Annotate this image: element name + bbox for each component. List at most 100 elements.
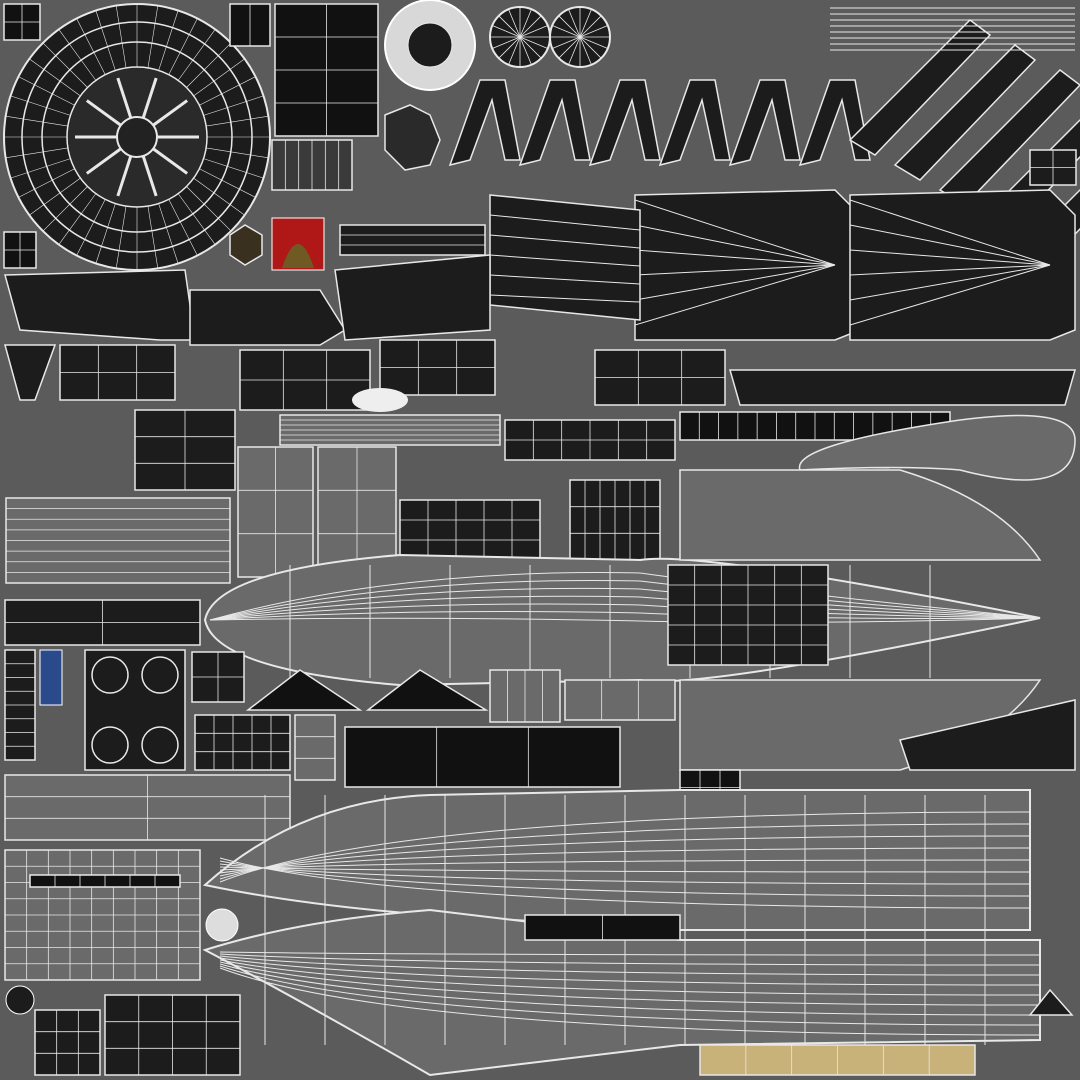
uv-edge — [209, 603, 1041, 621]
hub-cross — [384, 104, 441, 171]
rim-spoke — [568, 9, 581, 38]
tire-edge — [199, 168, 256, 198]
wheel-spoke — [141, 155, 158, 197]
suspension-arm-uv — [448, 79, 521, 167]
uv-edge — [679, 469, 1042, 561]
uv-edge — [219, 811, 1031, 883]
steering-grip — [141, 726, 179, 764]
uv-edge — [219, 957, 1041, 986]
uv-edge — [634, 264, 836, 301]
panel-island — [34, 1009, 101, 1076]
rim-spoke — [579, 36, 608, 49]
uv-edge — [219, 857, 1031, 909]
tire-edge — [158, 10, 179, 71]
tire-edge — [29, 58, 81, 97]
nut-decal — [5, 985, 35, 1015]
wheel-spoke — [116, 155, 133, 197]
nut-decal — [205, 908, 239, 942]
wing-uv — [245, 669, 363, 711]
uv-edge — [209, 595, 1041, 621]
uv-edge — [209, 572, 1041, 621]
tire-edge — [177, 193, 216, 245]
tire-edge — [95, 203, 116, 264]
nut-decal — [229, 224, 263, 266]
body-side-uv — [202, 908, 1041, 1077]
tire-edge — [199, 76, 256, 106]
rim-spoke — [579, 25, 608, 38]
suspension-arm-uv — [588, 79, 661, 167]
panel-island — [399, 499, 541, 561]
tire-edge — [147, 5, 159, 68]
uv-edge — [219, 961, 1041, 1006]
wheel-hub — [116, 116, 158, 158]
rim-spoke — [558, 36, 581, 59]
tire-edge — [186, 42, 232, 88]
uv-edge — [219, 967, 1041, 1036]
steering-grip — [91, 726, 129, 764]
rim-spoke — [492, 25, 521, 38]
uv-edge — [634, 264, 836, 276]
rim-spoke — [508, 36, 521, 65]
wheel-spoke — [116, 77, 133, 119]
uv-edge — [489, 274, 641, 285]
rim-spoke — [519, 9, 532, 38]
badge-uv — [1028, 988, 1074, 1016]
tire-edge — [18, 168, 75, 198]
tire-edge — [76, 18, 106, 75]
rim-spoke — [568, 36, 581, 65]
uv-edge — [489, 234, 641, 249]
steering-grip — [91, 656, 129, 694]
uv-edge — [219, 823, 1031, 880]
steering-wheel-uv — [84, 649, 186, 771]
uv-edge — [489, 254, 641, 267]
suspension-arm-uv — [848, 19, 992, 156]
steering-grip — [141, 656, 179, 694]
uv-edge — [209, 587, 1041, 621]
tire-edge — [10, 158, 71, 179]
floor-uv — [729, 369, 1076, 406]
uv-edge — [219, 955, 1041, 976]
uv-edge — [219, 951, 1041, 956]
tire-edge — [42, 42, 88, 88]
uv-edge — [219, 953, 1041, 966]
uv-edge — [849, 224, 1051, 266]
tire-edge — [5, 147, 68, 159]
wing-uv — [4, 269, 196, 341]
white-decal — [352, 388, 408, 412]
tire-edge — [186, 186, 232, 232]
uv-edge — [219, 963, 1041, 1016]
tire-edge — [203, 158, 264, 179]
uv-edge — [209, 617, 1041, 623]
tire-edge — [168, 18, 198, 75]
wheel-spoke — [85, 147, 122, 175]
rim-spoke — [579, 36, 592, 65]
tire-edge — [203, 95, 264, 116]
rim-spoke — [552, 36, 581, 49]
sidepod-uv — [849, 189, 1076, 341]
tire-edge — [193, 58, 245, 97]
uv-edge — [849, 199, 1051, 266]
rim-spoke — [579, 9, 592, 38]
uv-edge — [849, 249, 1051, 266]
uv-edge — [634, 224, 836, 266]
suspension-arm-uv — [658, 79, 731, 167]
uv-edge — [634, 264, 836, 326]
uv-edge — [489, 294, 641, 303]
uv-edge — [489, 214, 641, 231]
suspension-arm-uv — [728, 79, 801, 167]
rim-spoke — [492, 36, 521, 49]
tire-edge — [177, 29, 216, 81]
uv-edge — [219, 959, 1041, 996]
panel-island — [344, 726, 621, 788]
suspension-arm-uv — [893, 44, 1037, 181]
wheel-spoke — [85, 99, 122, 127]
wheel-spoke — [141, 77, 158, 119]
badge-uv — [4, 344, 57, 401]
rim-spoke — [519, 36, 542, 59]
uv-edge — [219, 965, 1041, 1026]
blue-decal — [39, 649, 63, 706]
gold-decal — [282, 244, 314, 268]
wing-uv — [334, 254, 491, 341]
rim-spoke — [519, 36, 548, 49]
tire-edge — [10, 95, 71, 116]
